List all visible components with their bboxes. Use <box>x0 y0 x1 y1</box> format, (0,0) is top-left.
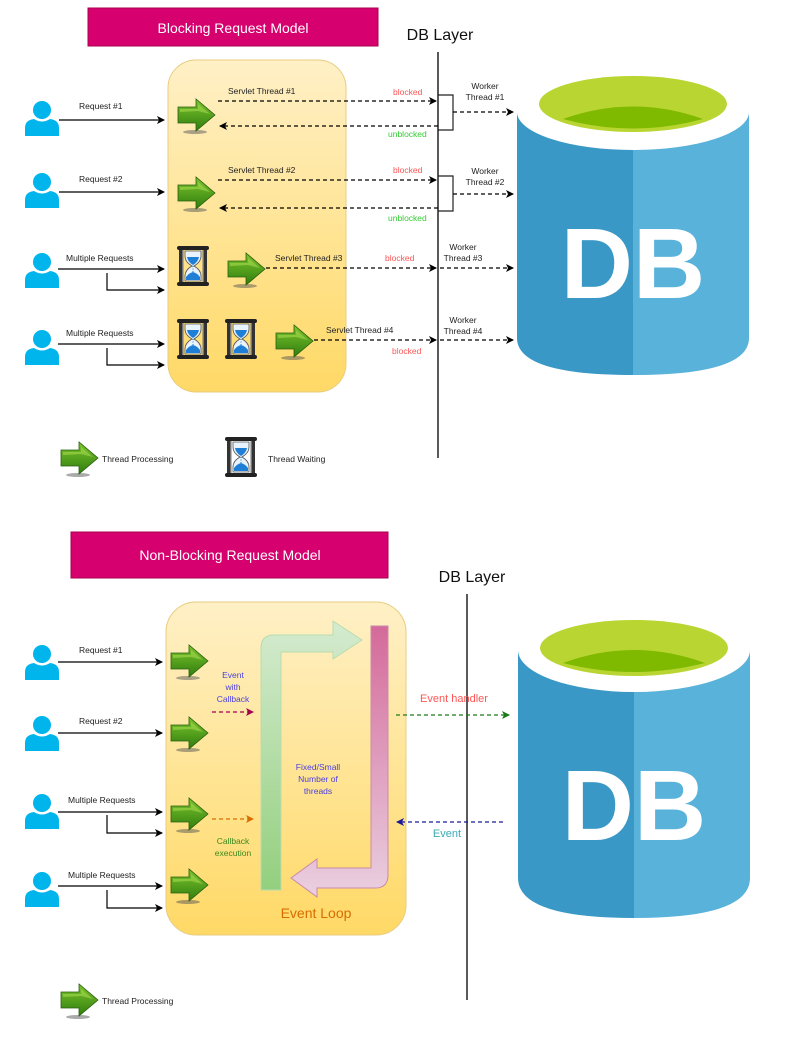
worker-label-line1: Worker <box>449 315 476 325</box>
blocking-row-4: Multiple Requests Servlet Thread #4 bloc… <box>25 315 514 369</box>
worker-label-line1: Worker <box>449 242 476 252</box>
servlet-thread-label: Servlet Thread #4 <box>326 325 394 335</box>
worker-bracket <box>438 94 454 131</box>
blocking-row-3: Multiple Requests Servlet Thread #3 bloc… <box>25 242 514 294</box>
thread-waiting-icon <box>224 319 258 359</box>
event-label: Event <box>433 828 461 840</box>
non-blocking-row-2: Request #2 <box>25 716 209 752</box>
servlet-thread-label: Servlet Thread #3 <box>275 253 343 263</box>
request-label: Multiple Requests <box>68 870 136 880</box>
blocked-label: blocked <box>393 87 423 97</box>
blocking-legend: Thread Processing Thread Waiting <box>60 437 326 477</box>
db-layer-label: DB Layer <box>439 569 506 586</box>
blocking-row-2: Request #2 Servlet Thread #2 blocked unb… <box>25 165 514 223</box>
request-label: Multiple Requests <box>66 253 134 263</box>
user-icon <box>25 330 59 365</box>
worker-label-line2: Thread #2 <box>466 177 505 187</box>
non-blocking-row-1: Request #1 <box>25 644 209 680</box>
event-handler-label: Event handler <box>420 693 488 705</box>
thread-waiting-icon <box>176 246 210 286</box>
blocking-row-1: Request #1 Servlet Thread #1 blocked unb… <box>25 81 514 139</box>
thread-waiting-legend-icon <box>224 437 258 477</box>
unblocked-label: unblocked <box>388 213 427 223</box>
worker-label-line1: Worker <box>471 81 498 91</box>
event-with-callback-line1: Event <box>222 670 244 680</box>
thread-processing-legend-icon <box>60 441 99 477</box>
user-icon <box>25 253 59 288</box>
servlet-container <box>167 59 347 393</box>
request-label: Multiple Requests <box>68 795 136 805</box>
threads-note-line2: Number of <box>298 774 338 784</box>
blocked-label: blocked <box>393 165 423 175</box>
request-label: Request #1 <box>79 101 123 111</box>
user-icon <box>25 794 59 829</box>
event-loop-green-arrow <box>260 620 363 891</box>
threads-note-line1: Fixed/Small <box>296 762 341 772</box>
worker-label-line2: Thread #4 <box>444 326 483 336</box>
database-icon: DB <box>517 74 749 375</box>
db-label: DB <box>561 208 705 320</box>
legend-waiting-label: Thread Waiting <box>268 454 326 464</box>
non-blocking-title: Non-Blocking Request Model <box>139 547 320 563</box>
event-loop-label: Event Loop <box>281 905 352 921</box>
request-label: Request #2 <box>79 716 123 726</box>
database-icon: DB <box>518 608 750 918</box>
db-layer-label: DB Layer <box>407 27 474 44</box>
request-branch-arrow <box>106 890 163 912</box>
worker-label-line1: Worker <box>471 166 498 176</box>
thread-processing-legend-icon <box>60 983 99 1019</box>
request-branch-arrow <box>106 815 163 837</box>
worker-label-line2: Thread #3 <box>444 253 483 263</box>
db-label: DB <box>562 750 706 862</box>
servlet-thread-label: Servlet Thread #2 <box>228 165 296 175</box>
legend-processing-label: Thread Processing <box>102 454 174 464</box>
callback-execution-line2: execution <box>215 848 252 858</box>
user-icon <box>25 101 59 136</box>
event-loop-pink-arrow <box>290 625 389 898</box>
event-loop-container <box>165 601 407 936</box>
blocking-title-banner <box>87 7 379 47</box>
request-label: Multiple Requests <box>66 328 134 338</box>
servlet-thread-label: Servlet Thread #1 <box>228 86 296 96</box>
blocking-title: Blocking Request Model <box>158 20 309 36</box>
event-with-callback-line3: Callback <box>217 694 250 704</box>
thread-waiting-icon <box>176 319 210 359</box>
request-branch-arrow <box>106 348 165 369</box>
user-icon <box>25 716 59 751</box>
blocked-label: blocked <box>392 346 422 356</box>
non-blocking-legend: Thread Processing <box>60 983 174 1019</box>
unblocked-label: unblocked <box>388 129 427 139</box>
request-label: Request #1 <box>79 645 123 655</box>
blocked-label: blocked <box>385 253 415 263</box>
user-icon <box>25 645 59 680</box>
threads-note-line3: threads <box>304 786 332 796</box>
callback-execution-line1: Callback <box>217 836 250 846</box>
event-with-callback-line2: with <box>224 682 240 692</box>
non-blocking-row-4: Multiple Requests <box>25 868 209 912</box>
request-label: Request #2 <box>79 174 123 184</box>
non-blocking-model-section: Non-Blocking Request Model DB Layer Fixe… <box>25 531 750 1019</box>
user-icon <box>25 872 59 907</box>
worker-label-line2: Thread #1 <box>466 92 505 102</box>
blocking-model-section: Blocking Request Model DB Layer Request … <box>25 7 749 477</box>
legend-processing-label: Thread Processing <box>102 996 174 1006</box>
non-blocking-title-banner <box>70 531 389 579</box>
user-icon <box>25 173 59 208</box>
non-blocking-row-3: Multiple Requests <box>25 794 209 837</box>
worker-bracket <box>438 175 454 212</box>
request-branch-arrow <box>106 273 165 294</box>
